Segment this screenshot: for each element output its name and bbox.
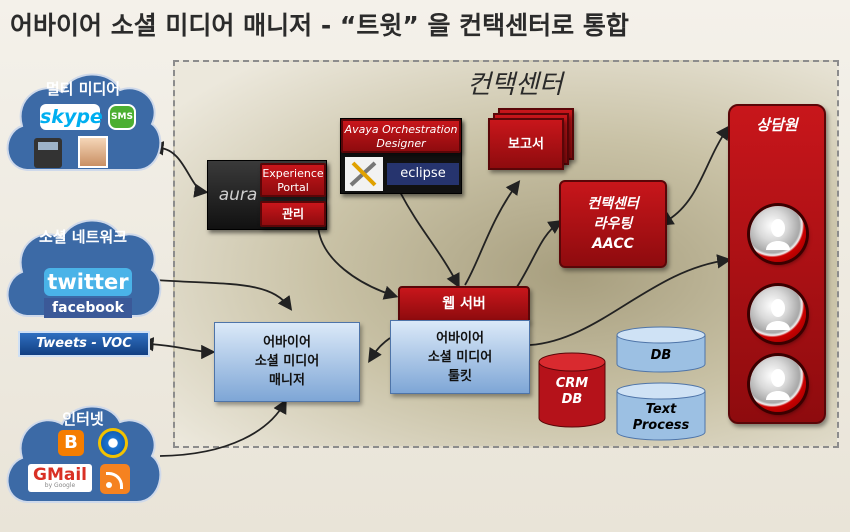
arrow-routing-agents [658, 125, 731, 226]
manager-line1: 어바이어 [263, 335, 311, 350]
arrow-social-webserver [154, 279, 293, 311]
cylinder-shape [616, 326, 706, 373]
internet-explorer-icon [98, 428, 128, 458]
report-stack: 보고서 [488, 108, 576, 172]
eclipse-logo: eclipse [387, 163, 459, 185]
arrow-webserver-report [464, 180, 521, 286]
rss-icon [100, 464, 130, 494]
crm-line2: DB [561, 392, 583, 407]
routing-aacc-box: 컨택센터 라우팅 AACC [559, 180, 667, 268]
social-media-toolkit-box: 어바이어 소셜 미디어 툴킷 [390, 320, 530, 394]
agent-avatar-2 [750, 286, 806, 342]
admin-label: 관리 [260, 201, 326, 227]
arrow-toolkit-manager [368, 337, 391, 364]
blogger-icon: B [58, 430, 84, 456]
db-label: DB [650, 348, 672, 363]
gmail-logo-text: GMail [33, 465, 87, 485]
arrow-internet-manager [159, 398, 287, 457]
skype-logo: skype [40, 104, 103, 130]
gmail-by-google: by Google [44, 482, 76, 489]
social-media-manager-box: 어바이어 소셜 미디어 매니저 [214, 322, 360, 402]
agents-panel: 상담원 [728, 104, 826, 424]
facebook-logo: facebook [44, 298, 132, 318]
orchestration-designer-box: Avaya Orchestration Designer eclipse [340, 118, 462, 194]
manager-line2: 소셜 미디어 [254, 354, 320, 369]
agent-silhouette-icon [766, 219, 790, 250]
cylinder-shape [538, 352, 606, 428]
contact-center-label: 컨택센터 [467, 70, 563, 100]
text-process-label: Text Process [615, 402, 707, 434]
toolkit-line3: 툴킷 [448, 369, 472, 384]
arrow-webserver-routing [514, 220, 564, 291]
arrow-tweets-manager [139, 337, 216, 360]
experience-portal-box: aura Experience Portal 관리 [207, 160, 327, 230]
text-process-line2: Process [632, 418, 690, 433]
orchestration-designer-title: Avaya Orchestration Designer [341, 119, 461, 153]
arrow-orchestration-webserver [399, 191, 460, 289]
crm-db-cylinder: CRM DB [537, 352, 607, 428]
internet-cloud-title: 인터넷 [62, 410, 104, 428]
crm-db-label: CRM DB [537, 376, 607, 408]
gmail-logo: GMail by Google [28, 464, 92, 492]
toolkit-line2: 소셜 미디어 [427, 350, 493, 365]
video-person-icon [78, 136, 108, 168]
sms-icon: SMS [108, 104, 136, 130]
multimedia-cloud-title: 멀티 미디어 [45, 80, 121, 98]
arrow-toolkit-agents [529, 254, 732, 346]
manager-line3: 매니저 [269, 373, 305, 388]
desk-phone-icon [34, 138, 62, 168]
multimedia-cloud: 멀티 미디어 skype SMS [2, 58, 164, 186]
social-network-cloud-title: 소셜 네트워크 [38, 228, 128, 246]
twitter-logo: twitter [44, 268, 132, 296]
agent-avatar-3 [750, 356, 806, 412]
report-label: 보고서 [488, 118, 564, 170]
arrow-multimedia-portal [149, 141, 209, 198]
agent-silhouette-icon [766, 299, 790, 330]
web-server-header: 웹 서버 [398, 286, 530, 322]
tools-svg [349, 161, 377, 187]
agent-silhouette-icon [766, 369, 790, 400]
db-cylinder: DB [615, 326, 707, 374]
agents-title: 상담원 [756, 116, 798, 134]
page-title: 어바이어 소셜 미디어 매니저 - “트윗” 을 컨택센터로 통합 [10, 11, 629, 40]
tools-icon [345, 157, 383, 191]
cylinder-shape [616, 382, 706, 441]
crm-line1: CRM [555, 376, 589, 391]
text-process-cylinder: Text Process [615, 382, 707, 442]
toolkit-line1: 어바이어 [436, 331, 484, 346]
social-network-cloud: 소셜 네트워크 twitter facebook [2, 210, 164, 328]
aura-logo: aura [218, 185, 258, 205]
experience-portal-label: Experience Portal [260, 163, 326, 197]
arrow-portal-webserver [317, 224, 399, 300]
internet-cloud: 인터넷 B GMail by Google [2, 392, 164, 514]
routing-line3: AACC [592, 236, 634, 252]
routing-line1: 컨택센터 [587, 196, 639, 212]
tweets-voc-box: Tweets - VOC [18, 331, 150, 357]
experience-portal-text: Experience Portal [262, 167, 324, 194]
routing-line2: 라우팅 [593, 216, 633, 232]
text-process-line1: Text [645, 402, 677, 417]
agent-avatar-1 [750, 206, 806, 262]
